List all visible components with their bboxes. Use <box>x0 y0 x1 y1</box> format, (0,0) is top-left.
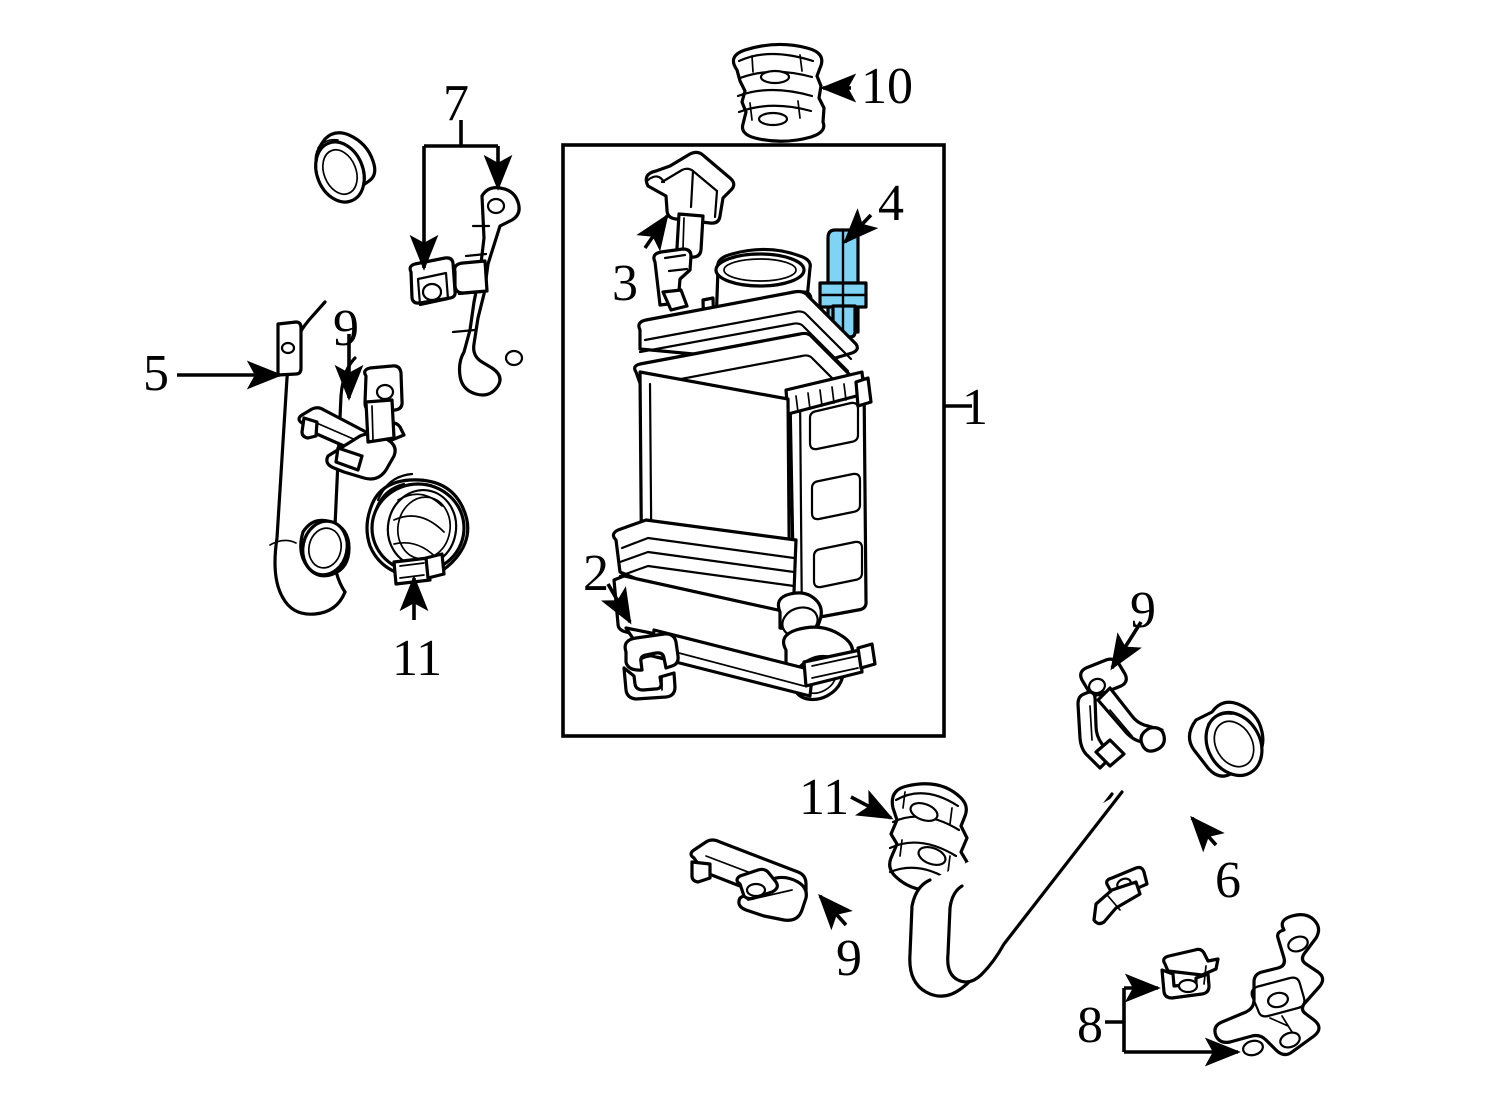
part-10-bellows-coupler <box>731 42 826 143</box>
part-7-bracket-and-grommet <box>408 186 524 397</box>
part-11-coupler-left <box>365 472 470 586</box>
part-9-bracket-left <box>297 364 406 481</box>
callout-1[interactable]: 1 <box>962 379 988 436</box>
part-3-charge-air-temp-sensor <box>644 150 736 259</box>
leader-11-bottom <box>850 789 894 820</box>
callout-2[interactable]: 2 <box>583 545 609 602</box>
leader-9-bottom <box>818 893 853 931</box>
callout-5[interactable]: 5 <box>143 345 169 402</box>
leader-9-right <box>1110 621 1143 671</box>
callout-11-left[interactable]: 11 <box>392 630 443 687</box>
leader-lines <box>177 73 1241 1067</box>
callout-6[interactable]: 6 <box>1215 852 1241 909</box>
callout-4[interactable]: 4 <box>878 175 904 232</box>
part-1-intercooler-core <box>611 247 877 702</box>
callout-9-right[interactable]: 9 <box>1130 582 1156 639</box>
callout-9-bottom[interactable]: 9 <box>836 930 862 987</box>
callout-7[interactable]: 7 <box>443 75 469 132</box>
leader-6 <box>1190 815 1225 853</box>
callout-3[interactable]: 3 <box>612 255 638 312</box>
part-9-bracket-right <box>1076 657 1166 770</box>
callout-10[interactable]: 10 <box>861 58 913 115</box>
part-2-retaining-clip <box>622 632 680 701</box>
part-8-mounting-bracket-set <box>1160 913 1325 1057</box>
leader-2 <box>600 583 632 625</box>
leader-4 <box>843 208 879 245</box>
leader-3 <box>636 213 669 252</box>
callout-11-bottom[interactable]: 11 <box>799 769 850 826</box>
part-6-charge-air-pipe-lower <box>908 700 1265 998</box>
callout-9-left[interactable]: 9 <box>333 300 359 357</box>
part-5-charge-air-hose-upper <box>269 131 377 616</box>
callout-8[interactable]: 8 <box>1077 997 1103 1054</box>
part-9-bracket-bottom <box>689 838 808 922</box>
